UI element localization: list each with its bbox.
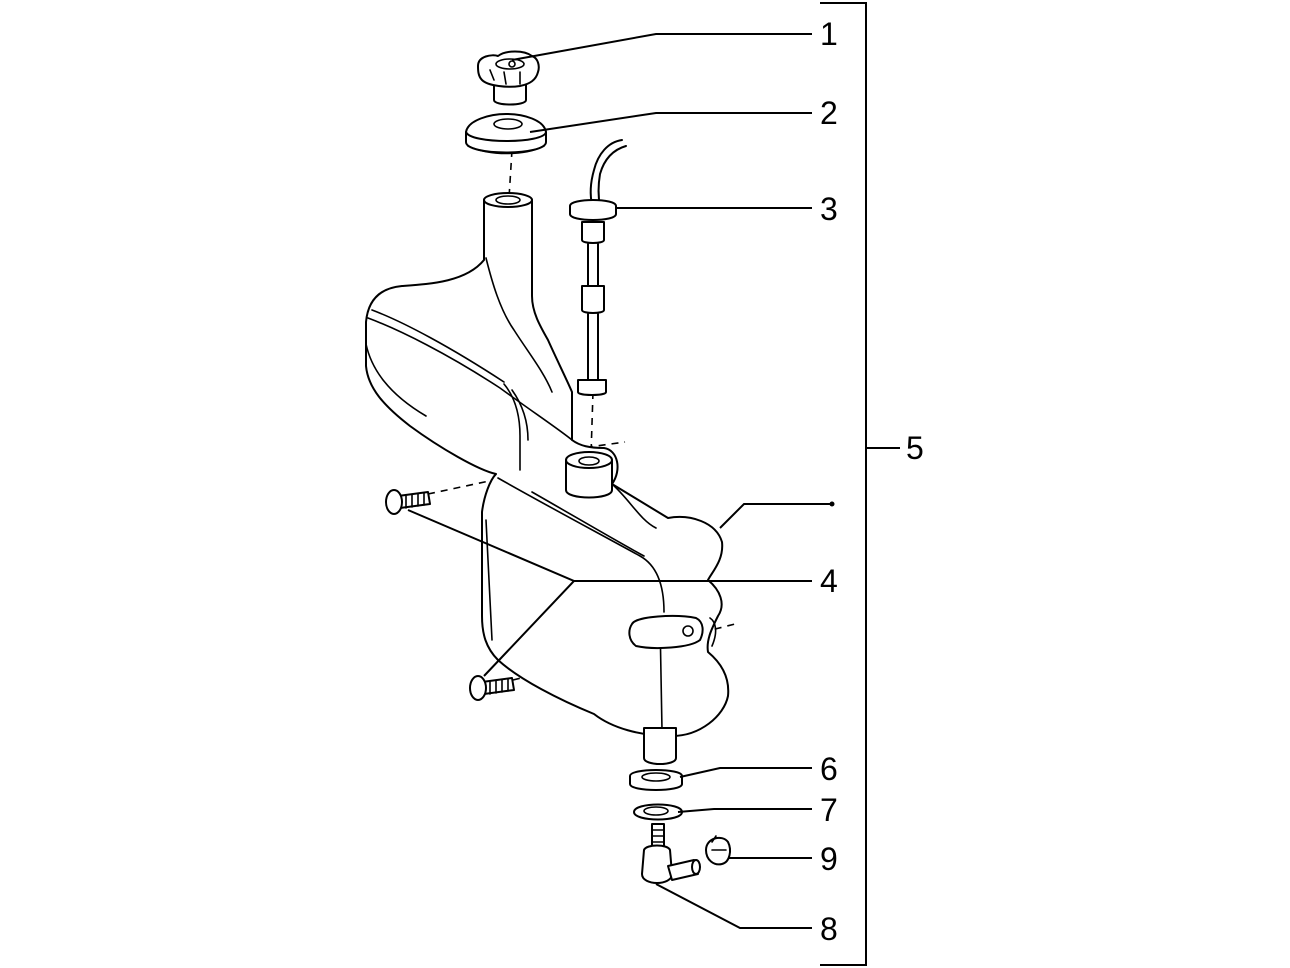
callout-4: 4 <box>820 563 838 599</box>
level-sender-pipe <box>569 139 627 396</box>
callout-2: 2 <box>820 95 838 131</box>
filler-gasket <box>465 113 547 155</box>
assembly-bracket <box>820 2 900 966</box>
reference-dot <box>829 501 835 507</box>
outlet-fitting <box>641 823 701 884</box>
callout-3: 3 <box>820 191 838 227</box>
mounting-screw-lower <box>469 675 515 701</box>
mounting-screw-upper <box>385 489 431 515</box>
oil-reservoir-tank <box>365 192 730 765</box>
leader-lines <box>407 33 835 929</box>
callout-1: 1 <box>820 16 838 52</box>
filler-cap <box>477 50 540 106</box>
callout-labels: 1 2 3 4 5 6 7 8 9 <box>820 16 924 947</box>
callout-9: 9 <box>820 841 838 877</box>
spring-clip <box>705 835 731 866</box>
callout-8: 8 <box>820 911 838 947</box>
hose-clip <box>629 769 683 791</box>
callout-5: 5 <box>906 430 924 466</box>
callout-7: 7 <box>820 792 838 828</box>
callout-6: 6 <box>820 751 838 787</box>
sealing-washer <box>633 803 683 821</box>
